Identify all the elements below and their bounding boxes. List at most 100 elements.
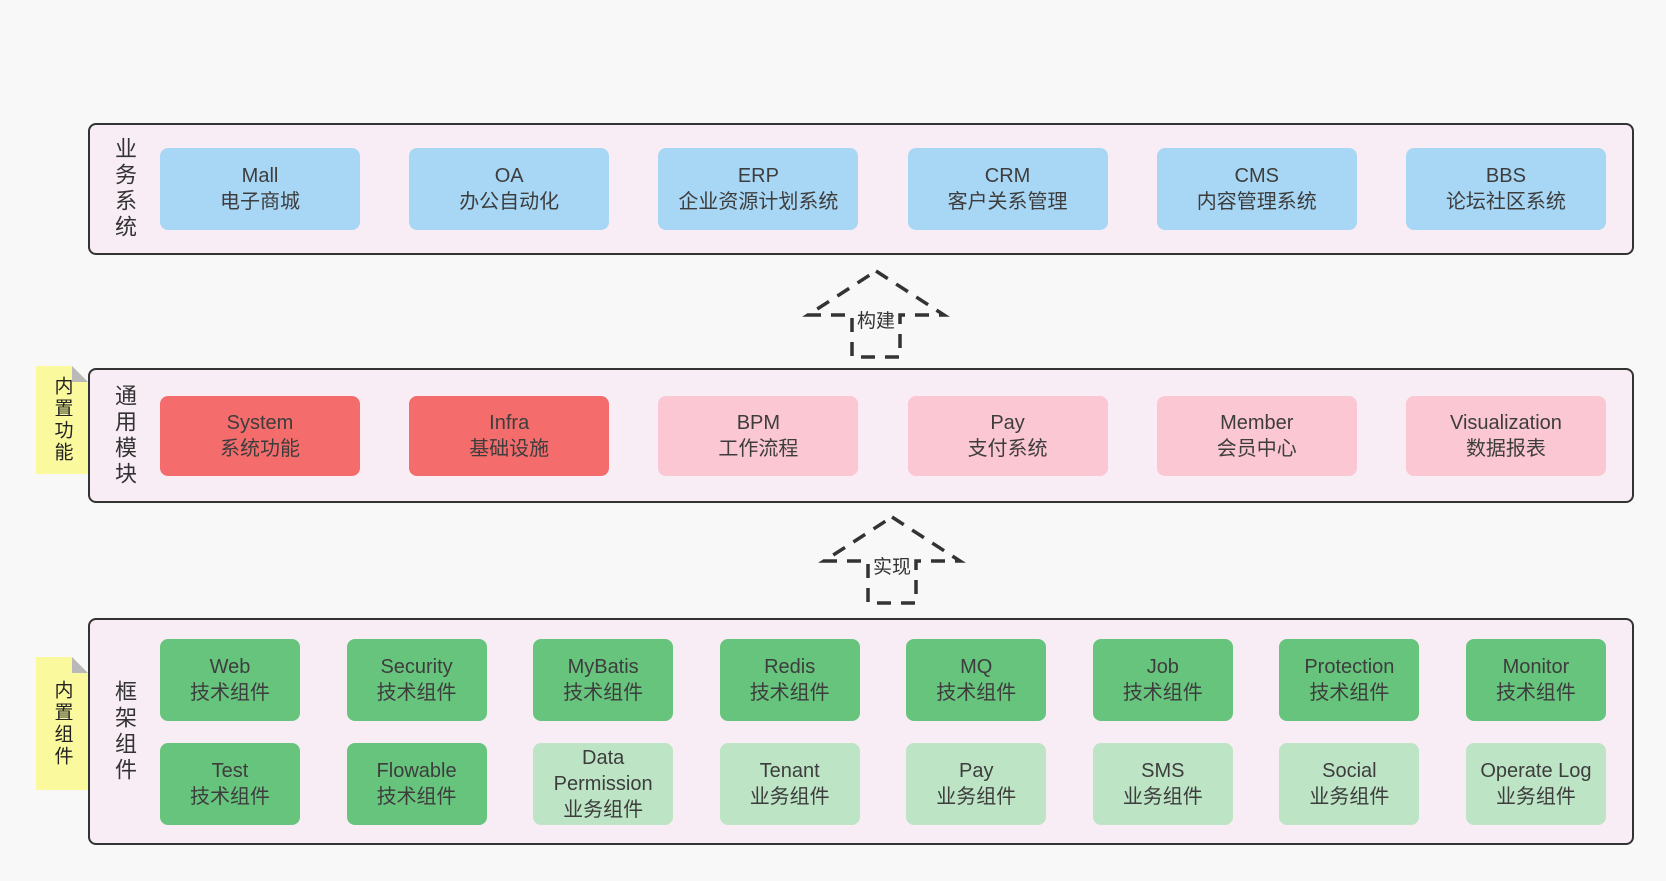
- box-title: Protection: [1304, 655, 1395, 678]
- box-job: Job 技术组件: [1092, 638, 1233, 721]
- box-subtitle: 技术组件: [190, 681, 270, 704]
- box-subtitle: 数据报表: [1465, 437, 1546, 460]
- band-framework-components: 框架组件 Web 技术组件 Security 技术组件 MyBatis 技术组件…: [88, 618, 1634, 845]
- box-title: MyBatis: [567, 655, 639, 678]
- box-title: Member: [1220, 411, 1294, 434]
- box-flowable: Flowable 技术组件: [346, 742, 487, 825]
- framework-components-row-1: Web 技术组件 Security 技术组件 MyBatis 技术组件 Redi…: [160, 638, 1606, 721]
- box-subtitle: 内容管理系统: [1196, 191, 1317, 213]
- framework-components-row-2: Test 技术组件 Flowable 技术组件 Data Permission …: [160, 742, 1606, 825]
- box-subtitle: 会员中心: [1216, 437, 1297, 460]
- box-mybatis: MyBatis 技术组件: [533, 638, 674, 721]
- box-title: Operate Log: [1480, 759, 1592, 782]
- box-title: Security: [380, 655, 453, 678]
- dashed-up-arrow-icon: [802, 268, 950, 359]
- box-subtitle: 技术组件: [190, 785, 270, 808]
- band-label-framework-components: 框架组件: [112, 679, 137, 784]
- box-title: SMS: [1141, 759, 1185, 782]
- box-title: Pay: [990, 411, 1025, 434]
- box-subtitle: 客户关系管理: [947, 191, 1068, 213]
- box-mq: MQ 技术组件: [906, 638, 1047, 721]
- box-title: CRM: [984, 165, 1031, 187]
- box-title: BBS: [1485, 165, 1526, 187]
- box-subtitle: 技术组件: [936, 681, 1017, 704]
- box-security: Security 技术组件: [346, 638, 487, 721]
- box-oa: OA 办公自动化: [409, 148, 610, 230]
- box-subtitle: 业务组件: [1495, 785, 1576, 808]
- box-title: Job: [1146, 655, 1179, 678]
- box-infra: Infra 基础设施: [409, 395, 610, 476]
- box-title: Tenant: [759, 759, 820, 782]
- box-subtitle: 电子商城: [220, 191, 300, 213]
- box-subtitle: 基础设施: [469, 437, 550, 460]
- box-bpm: BPM 工作流程: [658, 395, 859, 476]
- box-title: Infra: [489, 411, 530, 434]
- band-business-systems: 业务系统 Mall 电子商城 OA 办公自动化 ERP 企业资源计划系统 CRM…: [88, 123, 1634, 255]
- sticky-note-label: 内置组件: [51, 679, 73, 768]
- box-title: BPM: [736, 411, 781, 434]
- box-bbs: BBS 论坛社区系统: [1405, 148, 1606, 230]
- box-title: OA: [494, 165, 524, 187]
- box-title: Pay: [959, 759, 994, 782]
- sticky-note-builtin-features: 内置功能: [36, 366, 88, 474]
- box-protection: Protection 技术组件: [1279, 638, 1420, 721]
- box-pay: Pay 支付系统: [907, 395, 1108, 476]
- box-operate-log: Operate Log 业务组件: [1465, 742, 1606, 825]
- box-subtitle: 系统功能: [220, 437, 300, 460]
- box-subtitle: 技术组件: [376, 681, 457, 704]
- box-title: ERP: [737, 165, 779, 187]
- box-subtitle: 技术组件: [1122, 681, 1203, 704]
- box-erp: ERP 企业资源计划系统: [658, 148, 859, 230]
- box-mall: Mall 电子商城: [160, 148, 360, 230]
- box-title: Social: [1322, 759, 1377, 782]
- box-sms: SMS 业务组件: [1092, 742, 1233, 825]
- build-arrow-up: 构建: [801, 268, 951, 360]
- box-subtitle: 论坛社区系统: [1445, 191, 1566, 213]
- box-tenant: Tenant 业务组件: [719, 742, 860, 825]
- box-title: Test: [211, 759, 249, 782]
- box-cms: CMS 内容管理系统: [1156, 148, 1357, 230]
- box-subtitle: 技术组件: [1309, 681, 1390, 704]
- box-subtitle: 技术组件: [376, 785, 457, 808]
- box-subtitle: 工作流程: [718, 437, 799, 460]
- box-test: Test 技术组件: [160, 742, 300, 825]
- build-arrow-label: 构建: [853, 306, 899, 333]
- band-common-modules: 通用模块 System 系统功能 Infra 基础设施 BPM 工作流程 Pay…: [88, 368, 1634, 503]
- band-label-common-modules: 通用模块: [112, 383, 137, 488]
- box-title: Redis: [764, 655, 816, 678]
- implement-arrow-label: 实现: [869, 552, 915, 579]
- sticky-note-label: 内置功能: [51, 376, 73, 464]
- business-systems-row: Mall 电子商城 OA 办公自动化 ERP 企业资源计划系统 CRM 客户关系…: [160, 148, 1606, 230]
- box-member: Member 会员中心: [1156, 395, 1357, 476]
- box-subtitle: 业务组件: [1122, 785, 1203, 808]
- box-subtitle: 支付系统: [967, 437, 1048, 460]
- box-system: System 系统功能: [160, 395, 360, 476]
- box-subtitle: 技术组件: [749, 681, 830, 704]
- box-subtitle: 企业资源计划系统: [678, 191, 839, 213]
- box-title: Web: [209, 655, 251, 678]
- box-subtitle: 技术组件: [1495, 681, 1576, 704]
- box-subtitle: 办公自动化: [459, 191, 560, 213]
- box-web: Web 技术组件: [160, 638, 300, 721]
- box-visualization: Visualization 数据报表: [1405, 395, 1606, 476]
- box-title: Monitor: [1502, 655, 1570, 678]
- box-title: Visualization: [1449, 411, 1562, 434]
- box-redis: Redis 技术组件: [719, 638, 860, 721]
- box-social: Social 业务组件: [1279, 742, 1420, 825]
- implement-arrow-up: 实现: [817, 514, 967, 606]
- common-modules-row: System 系统功能 Infra 基础设施 BPM 工作流程 Pay 支付系统…: [160, 395, 1606, 476]
- box-crm: CRM 客户关系管理: [907, 148, 1108, 230]
- box-title: Mall: [241, 165, 279, 187]
- dashed-up-arrow-icon: [818, 514, 966, 605]
- box-pay-biz: Pay 业务组件: [906, 742, 1047, 825]
- box-title: CMS: [1234, 165, 1279, 187]
- band-label-business-systems: 业务系统: [112, 137, 137, 241]
- box-subtitle: 业务组件: [749, 785, 830, 808]
- sticky-note-builtin-components: 内置组件: [36, 657, 88, 790]
- box-subtitle: 业务组件: [936, 785, 1017, 808]
- box-title: MQ: [960, 655, 993, 678]
- box-title: System: [226, 411, 294, 434]
- box-title: Flowable: [376, 759, 457, 782]
- box-subtitle: 业务组件: [1309, 785, 1390, 808]
